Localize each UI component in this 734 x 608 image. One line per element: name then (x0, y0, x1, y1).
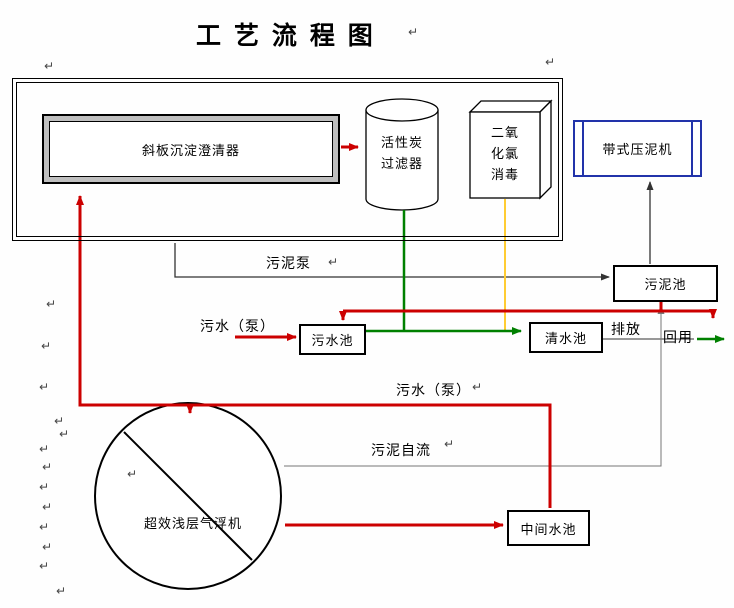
disinfection-label: 二氧 化氯 消毒 (470, 122, 540, 185)
belt-press-node: 带式压泥机 (573, 120, 702, 177)
carbon-filter-label: 活性炭 过滤器 (366, 132, 438, 174)
disinfection-3d-box (468, 99, 553, 200)
sewage-pump-left-label: 污水（泵） (200, 318, 275, 334)
sewage-pool-node: 污水池 (299, 324, 366, 355)
carbon-filter-cylinder (365, 98, 439, 211)
intermediate-pool-label: 中间水池 (520, 521, 577, 537)
belt-press-label: 带式压泥机 (602, 142, 673, 157)
sewage-pool-label: 污水池 (311, 333, 354, 348)
disinfection-label-line2: 化氯 (490, 146, 519, 161)
clean-pool-label: 清水池 (544, 331, 587, 346)
sludge-pump-line (174, 243, 610, 281)
sludge-gravity-line (284, 305, 665, 467)
belt-press-side-bar-left (582, 122, 584, 175)
diagram-title: 工 艺 流 程 图 (196, 22, 376, 50)
intermediate-pool-node: 中间水池 (507, 510, 590, 546)
pretreatment-frame (12, 78, 563, 241)
intermediate-return-line (76, 195, 552, 508)
carbon-filter-label-line2: 过滤器 (380, 156, 423, 171)
sludge-pool-node: 污泥池 (613, 265, 718, 302)
disinfection-label-line1: 二氧 (490, 125, 519, 140)
reuse-label: 回用 (663, 329, 693, 345)
sewage-pump-mid-label: 污水（泵） (396, 382, 471, 398)
sludge-pump-label: 污泥泵 (266, 255, 311, 271)
sludge-pool-label: 污泥池 (644, 277, 687, 292)
clarifier-node: 斜板沉淀澄清器 (42, 114, 340, 184)
clarifier-label: 斜板沉淀澄清器 (49, 121, 333, 177)
disinfection-label-line3: 消毒 (490, 167, 519, 182)
clean-pool-node: 清水池 (529, 322, 603, 353)
flotation-circle (94, 402, 282, 590)
belt-press-side-bar-right (691, 122, 693, 175)
sludge-gravity-label: 污泥自流 (371, 442, 431, 458)
discharge-label: 排放 (611, 321, 641, 337)
pretreatment-frame-inner-line (16, 82, 559, 237)
flotation-label: 超效浅层气浮机 (143, 516, 242, 531)
carbon-filter-label-line1: 活性炭 (380, 135, 423, 150)
